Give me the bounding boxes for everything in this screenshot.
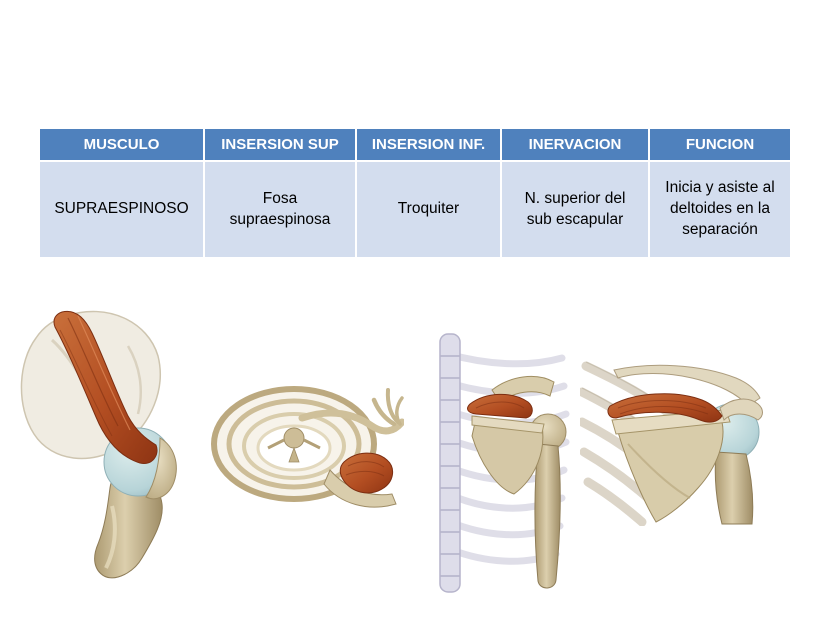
figure-lateral-shoulder-supraspinatus [20,310,177,579]
cell-funcion: Inicia y asiste al deltoides en la separ… [648,160,792,259]
header-insersion-inf: INSERSION INF. [355,127,502,162]
scapula-bone [611,409,731,523]
humerus-bone [94,475,163,579]
supraspinatus-muscle [607,393,723,423]
greater-tubercle-bone [145,437,177,500]
clavicle-bone [613,364,761,407]
acromion-bone [719,398,763,421]
scapula-bone [471,415,545,495]
table-header-row: MUSCULO INSERSION SUP INSERSION INF. INE… [38,127,792,162]
header-insersion-sup: INSERSION SUP [203,127,357,162]
supraspinatus-muscle [467,393,533,419]
humerus-bone [714,451,754,525]
clavicle-bone [298,409,404,435]
figure-superior-thorax-view [211,386,404,508]
header-funcion: FUNCION [648,127,792,162]
supraspinatus-muscle [53,310,158,464]
vertebra-bone [267,427,321,463]
cell-inervacion: N. superior del sub escapular [500,160,650,259]
muscle-table: MUSCULO INSERSION SUP INSERSION INF. INE… [38,127,792,259]
cell-insersion-sup: Fosa supraespinosa [203,160,357,259]
spine-bone [439,333,461,593]
cell-musculo: SUPRAESPINOSO [38,160,205,259]
table-data-row: SUPRAESPINOSO Fosa supraespinosa Troquit… [38,160,792,259]
muscle-table-container: MUSCULO INSERSION SUP INSERSION INF. INE… [38,127,792,259]
supraspinatus-muscle [339,452,394,494]
figure-posterior-shoulder-closeup [580,361,763,526]
header-inervacion: INERVACION [500,127,650,162]
header-musculo: MUSCULO [38,127,205,162]
acromion-process-bone [371,388,404,427]
figure-posterior-ribcage-scapula [439,333,570,593]
cell-insersion-inf: Troquiter [355,160,502,259]
